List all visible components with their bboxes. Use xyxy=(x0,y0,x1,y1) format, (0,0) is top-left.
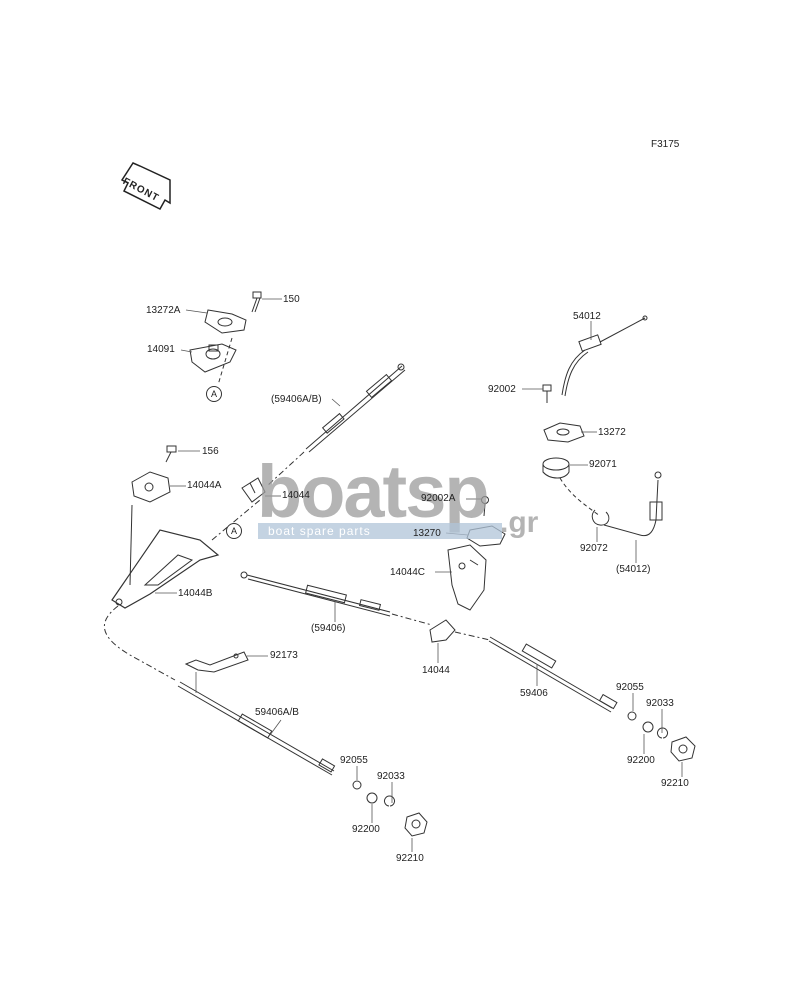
washer-92200-right-part xyxy=(642,721,654,733)
clamp-92072-part xyxy=(591,509,610,526)
figure-code: F3175 xyxy=(651,139,680,150)
watermark-logo: boatsp xyxy=(257,450,490,533)
callout-label: 92002 xyxy=(488,384,516,395)
bolt-150-part xyxy=(251,291,262,313)
lockwasher-92033-left-part xyxy=(384,795,395,807)
washer-92200-left-part xyxy=(366,792,378,804)
callout-label: 92033 xyxy=(646,698,674,709)
callout-label: 13272A xyxy=(146,305,181,316)
clip-14044-left-part xyxy=(241,477,266,503)
ring-92055-right-part xyxy=(627,711,637,721)
callout-label: 13270 xyxy=(413,528,441,539)
callout-label: 156 xyxy=(202,446,219,457)
cable-59406-right-part xyxy=(488,636,618,713)
callout-label: 59406A/B xyxy=(255,707,299,718)
gasket-13272a-part xyxy=(204,309,247,334)
watermark-tagline: boat spare parts xyxy=(268,524,371,538)
callout-label: 14044C xyxy=(390,567,426,578)
cable-59406-middle-part xyxy=(240,571,391,617)
cable-59406ab-upper-part xyxy=(305,363,406,453)
callout-label: 92200 xyxy=(627,755,655,766)
callout-label: 92200 xyxy=(352,824,380,835)
front-arrow-icon xyxy=(120,162,171,210)
callout-label: 92055 xyxy=(340,755,368,766)
ref-marker-a-middle: A xyxy=(226,523,242,539)
callout-label: 54012 xyxy=(573,311,601,322)
bracket-14091-part xyxy=(189,343,237,373)
callout-label: (59406) xyxy=(311,623,346,634)
screw-92002a-part xyxy=(481,496,489,517)
callout-label: 59406 xyxy=(520,688,548,699)
ref-marker-a-top: A xyxy=(206,386,222,402)
lockwasher-92033-right-part xyxy=(657,727,668,739)
callout-label: 92210 xyxy=(396,853,424,864)
cable-54012-upper-part xyxy=(561,315,648,397)
watermark-bar xyxy=(258,523,502,539)
cable-54012-lower-part xyxy=(603,471,663,537)
callout-label: 92055 xyxy=(616,682,644,693)
callout-label: 14044A xyxy=(187,480,222,491)
callout-label: 14044 xyxy=(282,490,310,501)
callout-label: 92210 xyxy=(661,778,689,789)
bracket-92173-part xyxy=(184,651,249,673)
callout-label: 150 xyxy=(283,294,300,305)
ring-92055-left-part xyxy=(352,780,362,790)
bracket-14044c-part xyxy=(447,544,487,611)
callout-label: 14044B xyxy=(178,588,213,599)
callout-label: 92033 xyxy=(377,771,405,782)
callout-label: 92173 xyxy=(270,650,298,661)
gasket-13272-part xyxy=(543,422,585,443)
callout-label: (59406A/B) xyxy=(271,394,322,405)
nut-92210-right-part xyxy=(670,736,696,762)
clip-14044-center-part xyxy=(429,619,456,643)
callout-label: 13272 xyxy=(598,427,626,438)
screw-92002-part xyxy=(542,384,552,403)
cable-59406ab-lower-part xyxy=(177,681,336,776)
callout-label: (54012) xyxy=(616,564,651,575)
callout-label: 14091 xyxy=(147,344,175,355)
fitting-92071-part xyxy=(542,457,570,479)
callout-label: 14044 xyxy=(422,665,450,676)
callout-label: 92071 xyxy=(589,459,617,470)
nut-92210-left-part xyxy=(404,812,428,837)
callout-label: 92072 xyxy=(580,543,608,554)
watermark-suffix: .gr xyxy=(500,506,539,539)
bracket-14044a-part xyxy=(131,471,171,503)
callout-label: 92002A xyxy=(421,493,456,504)
bolt-156-part xyxy=(165,445,177,463)
plate-14044b-part xyxy=(111,529,220,609)
